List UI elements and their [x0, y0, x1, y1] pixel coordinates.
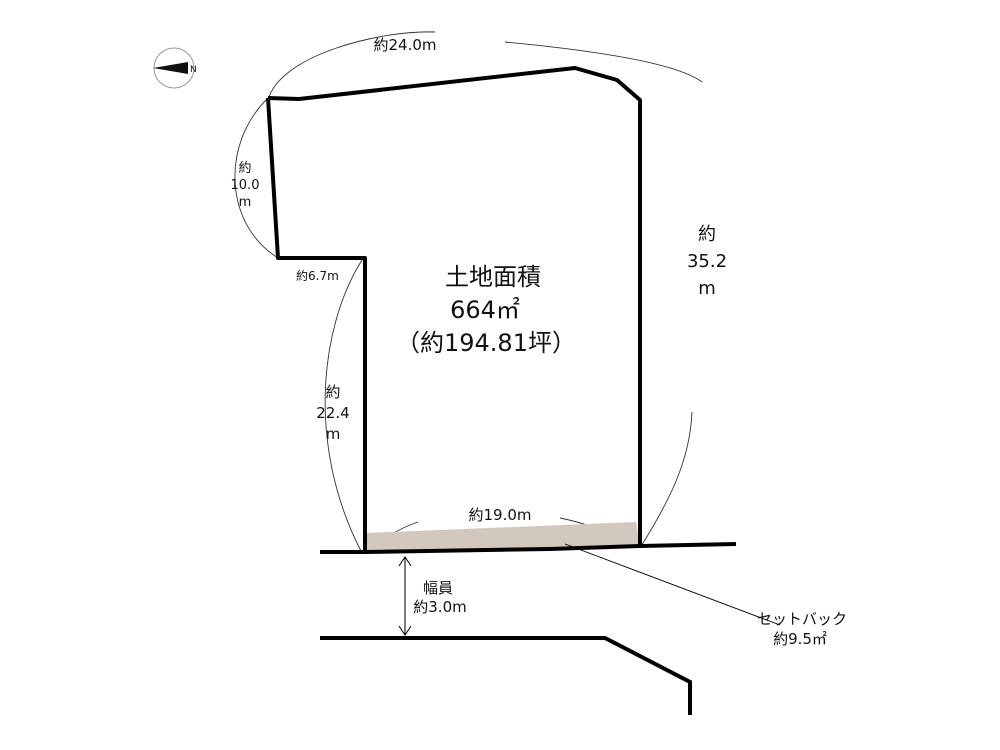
lot-title: 土地面積 [445, 263, 541, 291]
dim-left-upper-line3: m [239, 195, 252, 210]
dim-left-lower-line1: 約 [325, 383, 340, 401]
dim-right-line2: 35.2 [687, 251, 727, 272]
lot-area-tsubo: （約194.81坪） [396, 329, 576, 357]
road-edge-far [320, 636, 692, 715]
arc-top-left [267, 31, 436, 101]
road-width-dimension [398, 556, 412, 636]
arc-left-lower [324, 259, 363, 554]
road-edge-near-right [639, 542, 737, 548]
compass-north-label: N [190, 65, 197, 75]
lot-area-sqm: 664㎡ [450, 296, 520, 324]
compass: N [153, 47, 197, 89]
arc-left-upper [234, 97, 279, 259]
setback-label: セットバック [757, 610, 847, 628]
north-arrow-icon [153, 62, 188, 74]
arrow-down-icon [398, 625, 412, 636]
dim-left-upper-line1: 約 [238, 161, 251, 176]
measurement-arcs [234, 31, 703, 554]
dim-step-label: 約6.7m [296, 268, 339, 283]
setback-area [365, 522, 640, 552]
arc-top-right [504, 41, 703, 83]
arc-right [639, 411, 693, 549]
dim-top-label: 約24.0m [373, 36, 436, 54]
setback-leader-line [564, 543, 781, 626]
dim-right-line3: m [698, 278, 716, 299]
arrow-up-icon [398, 556, 412, 567]
dim-left-lower-line3: m [326, 425, 341, 443]
setback-value: 約9.5㎡ [773, 630, 827, 648]
road-edges [320, 542, 737, 715]
dim-bottom-label: 約19.0m [468, 506, 531, 524]
dim-left-upper-line2: 10.0 [231, 178, 260, 193]
dim-left-lower-line2: 22.4 [316, 404, 349, 422]
road-width-label: 幅員 [423, 579, 453, 597]
road-width-value: 約3.0m [413, 598, 466, 616]
dim-right-line1: 約 [698, 224, 716, 245]
